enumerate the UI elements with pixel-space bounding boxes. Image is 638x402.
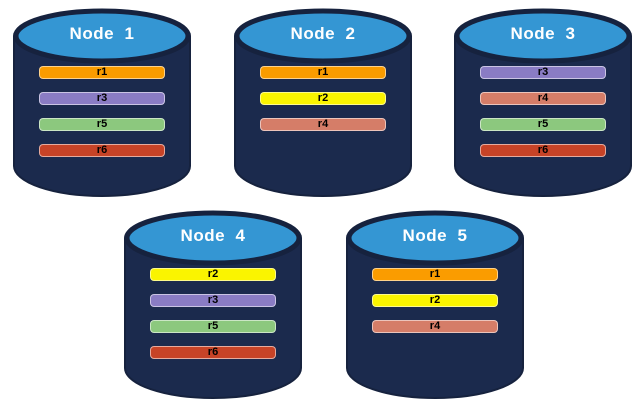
replica-bar-r4: r4 [372, 320, 498, 333]
node-title: Node 3 [510, 24, 576, 43]
replica-list: r1 r2 r4 [372, 268, 498, 333]
replica-list: r3 r4 r5 r6 [480, 66, 606, 157]
db-node-1: Node 1 r1 r3 r5 r6 [12, 8, 192, 198]
replica-bar-r1: r1 [260, 66, 386, 79]
replica-bar-r3: r3 [39, 92, 165, 105]
replica-bar-r4: r4 [260, 118, 386, 131]
db-node-5: Node 5 r1 r2 r4 [345, 210, 525, 400]
replica-bar-r2: r2 [260, 92, 386, 105]
db-node-4: Node 4 r2 r3 r5 r6 [123, 210, 303, 400]
replica-bar-r5: r5 [39, 118, 165, 131]
replica-list: r2 r3 r5 r6 [150, 268, 276, 359]
replica-bar-r2: r2 [150, 268, 276, 281]
node-title: Node 1 [69, 24, 135, 43]
node-title: Node 4 [180, 226, 246, 245]
cylinder-top [346, 210, 524, 266]
cylinder-top [124, 210, 302, 266]
replica-bar-r1: r1 [372, 268, 498, 281]
replica-list: r1 r3 r5 r6 [39, 66, 165, 157]
replica-bar-r4: r4 [480, 92, 606, 105]
db-node-2: Node 2 r1 r2 r4 [233, 8, 413, 198]
cylinder-top [454, 8, 632, 64]
replica-bar-r3: r3 [480, 66, 606, 79]
replica-bar-r1: r1 [39, 66, 165, 79]
cylinder-top [13, 8, 191, 64]
replica-bar-r6: r6 [39, 144, 165, 157]
replica-bar-r6: r6 [480, 144, 606, 157]
replica-list: r1 r2 r4 [260, 66, 386, 131]
node-title: Node 5 [402, 226, 468, 245]
replica-bar-r5: r5 [150, 320, 276, 333]
cylinder-top [234, 8, 412, 64]
db-node-3: Node 3 r3 r4 r5 r6 [453, 8, 633, 198]
replica-bar-r6: r6 [150, 346, 276, 359]
replica-bar-r3: r3 [150, 294, 276, 307]
replica-bar-r5: r5 [480, 118, 606, 131]
replica-bar-r2: r2 [372, 294, 498, 307]
node-title: Node 2 [290, 24, 356, 43]
